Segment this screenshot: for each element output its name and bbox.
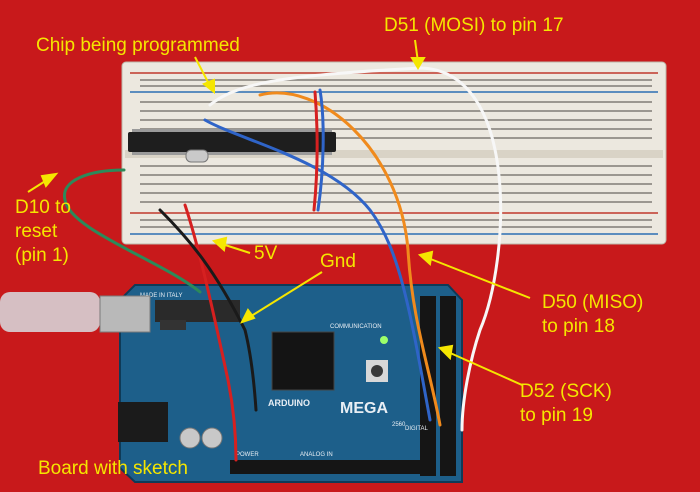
green-reset-wire bbox=[63, 168, 202, 294]
callout-arrows bbox=[27, 39, 531, 386]
red-5v-wire bbox=[183, 203, 238, 462]
blue-wire-long bbox=[203, 118, 432, 422]
label-d10-reset: D10 to reset (pin 1) bbox=[15, 196, 71, 268]
arrow-miso bbox=[427, 257, 531, 299]
crystal bbox=[185, 149, 209, 163]
board-origin-text: MADE IN ITALY bbox=[140, 293, 182, 299]
label-d10-line1: D10 to bbox=[15, 197, 71, 218]
atmega-chip bbox=[128, 129, 336, 155]
black-gnd-wire bbox=[158, 208, 258, 412]
label-d50-miso: D50 (MISO) to pin 18 bbox=[542, 291, 643, 339]
label-chip-being-programmed: Chip being programmed bbox=[36, 35, 240, 56]
label-miso-line2: to pin 18 bbox=[542, 316, 615, 337]
board-digital-text: DIGITAL bbox=[405, 426, 429, 432]
board-power-text: POWER bbox=[236, 452, 259, 458]
blue-wire-short bbox=[316, 88, 325, 212]
board-rev-text: 2560 bbox=[392, 422, 406, 428]
arrow-gnd bbox=[247, 271, 323, 319]
label-miso-line1: D50 (MISO) bbox=[542, 292, 644, 313]
label-board-with-sketch: Board with sketch bbox=[38, 458, 188, 479]
label-gnd: Gnd bbox=[320, 251, 356, 272]
white-wire bbox=[208, 66, 503, 432]
label-d10-line2: reset bbox=[15, 221, 58, 242]
board-analog-text: ANALOG IN bbox=[300, 452, 333, 458]
label-5v: 5V bbox=[254, 243, 278, 264]
label-d52-sck: D52 (SCK) to pin 19 bbox=[520, 380, 612, 428]
label-d10-line3: (pin 1) bbox=[15, 245, 69, 266]
label-d51-mosi: D51 (MOSI) to pin 17 bbox=[384, 15, 564, 36]
arrow-sck bbox=[447, 351, 523, 386]
usb-cable bbox=[0, 292, 151, 333]
power-jack bbox=[118, 402, 168, 442]
board-model-text: MEGA bbox=[340, 400, 388, 417]
orange-wire bbox=[258, 91, 442, 427]
red-wire-short bbox=[312, 90, 319, 212]
board-brand-text: ARDUINO bbox=[268, 398, 310, 408]
board-comm-text: COMMUNICATION bbox=[330, 324, 382, 330]
label-sck-line2: to pin 19 bbox=[520, 405, 593, 426]
label-sck-line1: D52 (SCK) bbox=[520, 381, 612, 402]
wires bbox=[63, 66, 503, 462]
arrow-5v bbox=[221, 243, 251, 254]
arrow-chip bbox=[194, 56, 211, 87]
